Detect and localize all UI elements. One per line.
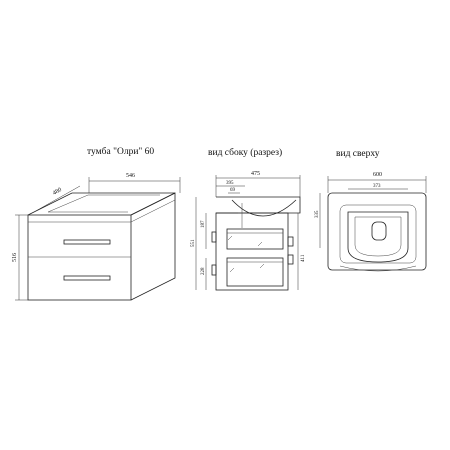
side-d2-label: 69 <box>230 188 236 193</box>
basin-top <box>347 211 409 263</box>
iso-view: 546 480 516 <box>12 173 181 301</box>
basin-section <box>231 199 297 217</box>
top-width-label: 600 <box>373 172 382 178</box>
iso-depth-label: 480 <box>52 187 63 197</box>
side-drawer-lower <box>226 257 284 287</box>
cabinet-side <box>130 192 176 301</box>
side-total-label: 551 <box>191 239 196 247</box>
side-view: 475 395 69 551 187 228 411 <box>191 171 306 291</box>
title-top: вид сверху <box>336 149 380 159</box>
top-d2-label: 335 <box>315 210 320 218</box>
side-drawer-upper <box>226 228 284 250</box>
title-iso: тумба "Олри" 60 <box>87 147 155 157</box>
top-d1-label: 373 <box>373 184 381 189</box>
title-side: вид сбоку (разрез) <box>208 148 283 158</box>
side-d1-label: 395 <box>226 181 234 186</box>
side-h3-label: 411 <box>301 254 306 262</box>
iso-width-label: 546 <box>126 173 135 179</box>
side-h2-label: 228 <box>201 267 206 275</box>
side-depth-label: 475 <box>251 171 260 177</box>
top-outline <box>327 192 427 271</box>
drawer-handle-upper <box>63 239 111 245</box>
iso-height-label: 516 <box>12 253 18 262</box>
side-h1-label: 187 <box>201 220 206 228</box>
cabinet-front <box>27 214 132 301</box>
top-view: 600 373 335 <box>315 172 427 272</box>
drain <box>371 221 387 241</box>
drawer-handle-lower <box>63 275 111 281</box>
